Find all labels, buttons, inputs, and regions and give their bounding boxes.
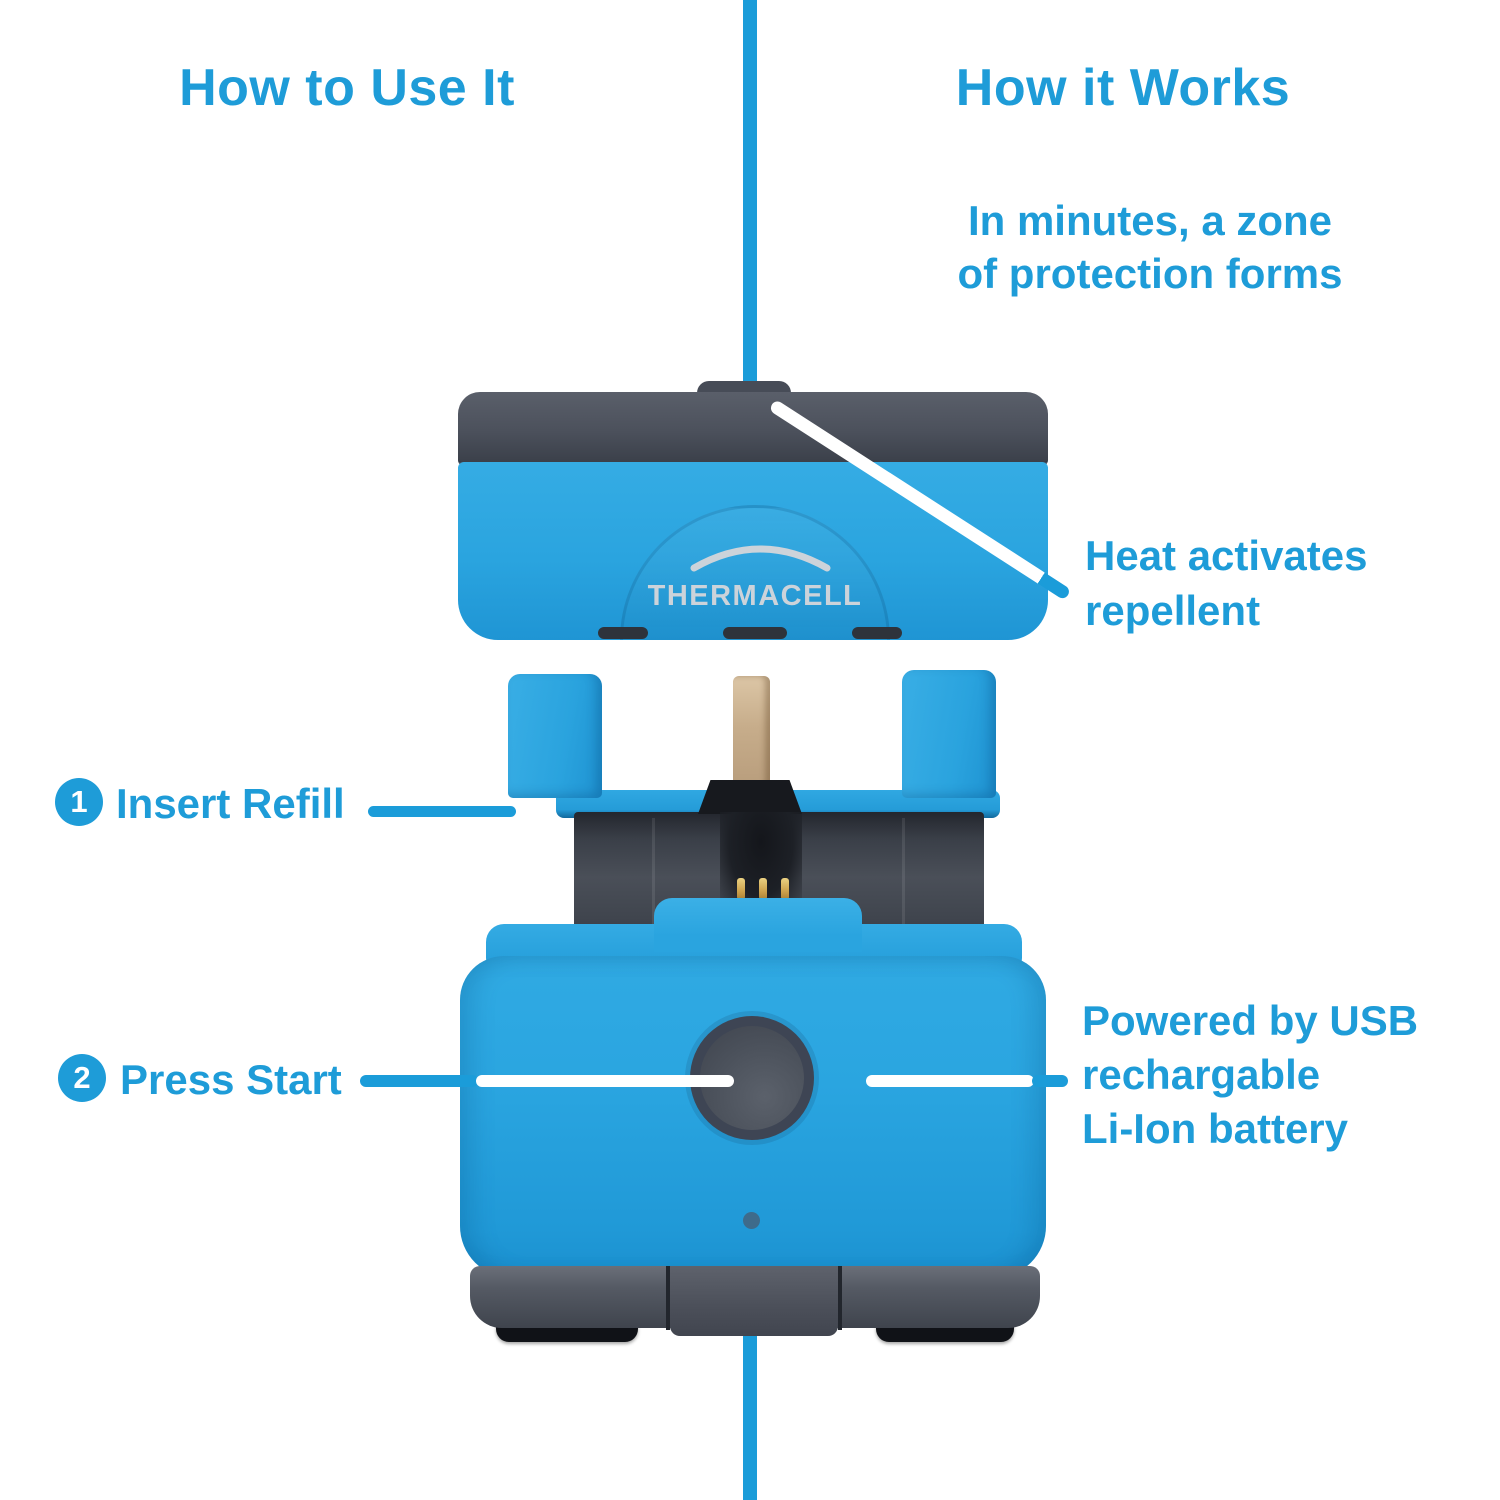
refill-prong-right — [902, 670, 996, 798]
heading-how-it-works: How it Works — [955, 59, 1291, 117]
cap-slot — [852, 627, 902, 639]
power-label-line-3: Li-Ion battery — [1082, 1105, 1349, 1152]
intro-text: In minutes, a zone of protection forms — [920, 194, 1380, 300]
chamber-seam — [902, 818, 905, 938]
step-2-badge: 2 — [58, 1054, 106, 1102]
heat-label-line-2: repellent — [1085, 587, 1261, 634]
refill-stick-holder — [698, 780, 802, 814]
cap-slot — [723, 627, 787, 639]
dock-tab — [654, 898, 862, 952]
charging-pin — [781, 878, 789, 900]
repellent-refill-stick — [733, 676, 770, 788]
base-seam — [666, 1266, 670, 1330]
center-line-top — [743, 0, 757, 400]
intro-line-2: of protection forms — [957, 250, 1343, 297]
heat-activates-label: Heat activates repellent — [1085, 528, 1368, 638]
chamber-seam — [652, 818, 655, 938]
base-bottom-center-segment — [670, 1266, 838, 1336]
cap-gray-top — [458, 392, 1048, 466]
step-1-badge: 1 — [55, 778, 103, 826]
heading-how-to-use: How to Use It — [179, 59, 515, 117]
brand-wordmark: THERMACELL — [647, 580, 863, 612]
press-start-leader-white — [476, 1075, 734, 1087]
base-seam — [838, 1266, 842, 1330]
refill-prong-left — [508, 674, 602, 798]
insert-refill-leader-line — [368, 806, 516, 817]
thermacell-arc-logo-icon — [690, 545, 831, 572]
power-leader-white — [866, 1075, 1034, 1087]
charging-pin — [737, 878, 745, 900]
center-line-bottom — [743, 1326, 757, 1500]
step-2-label: Press Start — [120, 1056, 342, 1103]
power-label-line-2: rechargable — [1082, 1051, 1321, 1098]
intro-line-1: In minutes, a zone — [967, 197, 1333, 244]
step-1-label: Insert Refill — [116, 780, 345, 827]
press-start-leader-blue — [360, 1075, 478, 1087]
status-led — [743, 1212, 760, 1229]
power-label-line-1: Powered by USB — [1082, 997, 1419, 1044]
heat-label-line-1: Heat activates — [1085, 532, 1368, 579]
charging-pin — [759, 878, 767, 900]
powered-by-usb-label: Powered by USB rechargable Li-Ion batter… — [1082, 994, 1418, 1156]
power-leader-blue — [1032, 1075, 1068, 1087]
cap-slot — [598, 627, 648, 639]
